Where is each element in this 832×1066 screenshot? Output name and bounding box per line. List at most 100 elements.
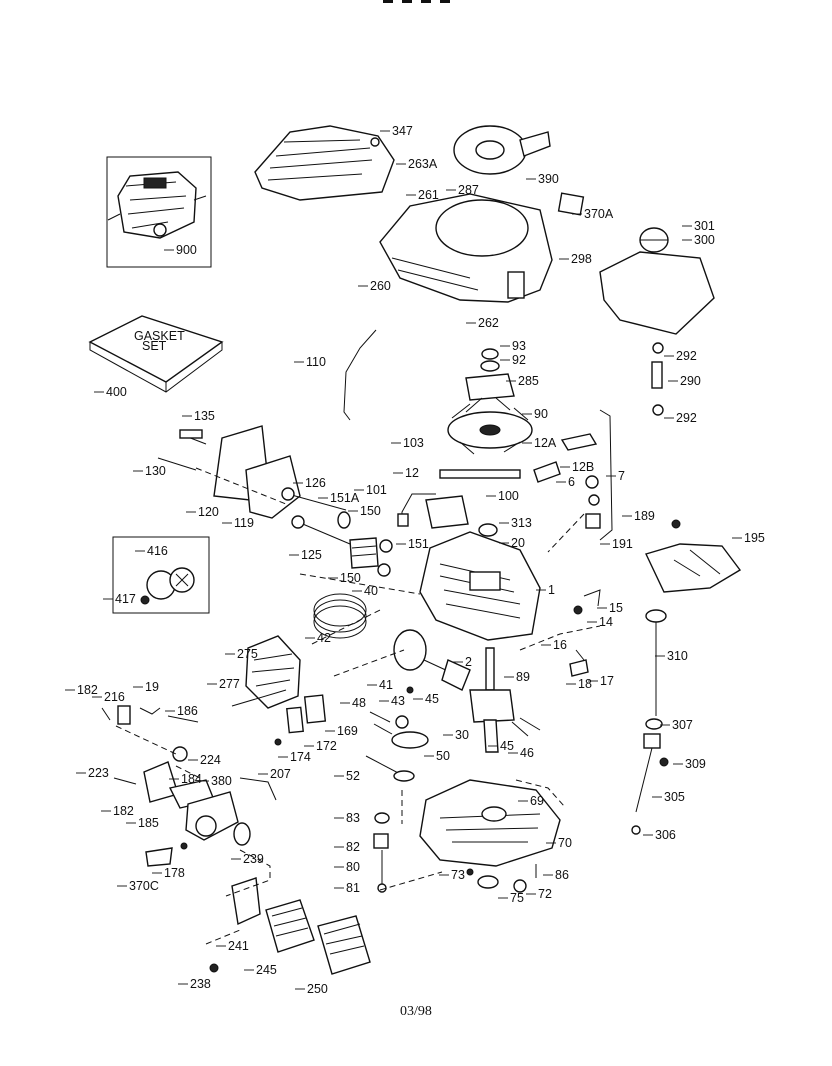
callout-c73: 73 (451, 868, 465, 882)
callout-c15: 15 (609, 601, 623, 615)
callout-c184: 184 (181, 772, 202, 786)
callout-c347: 347 (392, 124, 413, 138)
governor-lever-part (569, 589, 601, 677)
assembly-dashed-lines (115, 467, 601, 945)
callout-c130: 130 (145, 464, 166, 478)
callout-c40: 40 (364, 584, 378, 598)
callout-c417: 417 (115, 592, 136, 606)
gasket-169-part (303, 694, 327, 724)
callout-c174: 174 (290, 750, 311, 764)
callout-c250: 250 (307, 982, 328, 996)
intake-housing-part (157, 425, 301, 519)
callout-c81: 81 (346, 881, 360, 895)
fuel-line-part (651, 342, 664, 416)
carburetor-part (113, 746, 277, 867)
engine-sump-part (419, 779, 561, 867)
governor-shaft-part (373, 812, 390, 893)
callout-c19: 19 (145, 680, 159, 694)
callout-c41: 41 (379, 678, 393, 692)
callout-c7: 7 (618, 469, 625, 483)
callout-c18: 18 (578, 677, 592, 691)
callout-c310: 310 (667, 649, 688, 663)
leader-lines (65, 130, 742, 990)
crankshaft-part (469, 647, 515, 753)
screw-174-part (274, 738, 282, 746)
callout-c292b: 292 (676, 411, 697, 425)
callout-c185: 185 (138, 816, 159, 830)
callout-c45b: 45 (500, 739, 514, 753)
callout-c14: 14 (599, 615, 613, 629)
engine-thumbnail-icon (106, 156, 212, 268)
callout-c50: 50 (436, 749, 450, 763)
callout-c70: 70 (558, 836, 572, 850)
valve-train-parts (281, 487, 393, 577)
callout-c103: 103 (403, 436, 424, 450)
callout-c48a: 48 (352, 696, 366, 710)
fastener-set-part (369, 711, 541, 737)
callout-c260: 260 (370, 279, 391, 293)
callout-c151: 151 (408, 537, 429, 551)
governor-parts (439, 409, 613, 541)
callout-c290: 290 (680, 374, 701, 388)
piston-rings-part (313, 593, 367, 639)
callout-c900: 900 (176, 243, 197, 257)
callout-c261: 261 (418, 188, 439, 202)
rewind-starter-part (453, 125, 551, 175)
callout-c191: 191 (612, 537, 633, 551)
callout-c12B: 12B (572, 460, 594, 474)
callout-c186: 186 (177, 704, 198, 718)
callout-c89: 89 (516, 670, 530, 684)
callout-c223: 223 (88, 766, 109, 780)
flywheel-stack-part (447, 348, 533, 455)
callout-c82: 82 (346, 840, 360, 854)
callout-c400: 400 (106, 385, 127, 399)
callout-c72: 72 (538, 887, 552, 901)
callout-c182b: 182 (113, 804, 134, 818)
callout-c285: 285 (518, 374, 539, 388)
callout-c150a: 150 (360, 504, 381, 518)
callout-c20: 20 (511, 536, 525, 550)
retainer-clip-icon (112, 536, 210, 614)
air-cleaner-base-part (245, 635, 301, 709)
callout-c150b: 150 (340, 571, 361, 585)
gasket-set-icon: GASKET SET (88, 315, 224, 393)
callout-c110: 110 (306, 355, 326, 369)
callout-c182a: 182 (77, 683, 98, 697)
callout-c75: 75 (510, 891, 524, 905)
callout-c125: 125 (301, 548, 322, 562)
callout-c189: 189 (634, 509, 655, 523)
callout-c119: 119 (234, 516, 254, 530)
gasket-set-label-line2: SET (142, 339, 167, 353)
callout-c207: 207 (270, 767, 291, 781)
callout-c305: 305 (664, 790, 685, 804)
callout-c238: 238 (190, 977, 211, 991)
callout-c172: 172 (316, 739, 337, 753)
throttle-linkage-part (101, 705, 199, 725)
callout-c263A: 263A (408, 157, 438, 171)
callout-c17: 17 (600, 674, 614, 688)
callout-c241: 241 (228, 939, 249, 953)
oil-fill-tube-part (631, 733, 669, 835)
callout-c380: 380 (211, 774, 232, 788)
gasket-set-label-line1: GASKET (134, 329, 185, 343)
callout-c126: 126 (305, 476, 326, 490)
callout-c101: 101 (366, 483, 387, 497)
callout-c69: 69 (530, 794, 544, 808)
callout-c90: 90 (534, 407, 548, 421)
callout-c12A: 12A (534, 436, 557, 450)
callout-c43: 43 (391, 694, 405, 708)
callout-c277: 277 (219, 677, 240, 691)
callout-c309: 309 (685, 757, 706, 771)
dipstick-part (645, 609, 667, 730)
blower-housing-part (379, 193, 553, 303)
callout-c239: 239 (243, 852, 264, 866)
callout-c52: 52 (346, 769, 360, 783)
callout-c1: 1 (548, 583, 555, 597)
callout-c151A: 151A (330, 491, 360, 505)
connecting-rod-part (393, 629, 471, 694)
callout-c46: 46 (520, 746, 534, 760)
callout-c275: 275 (237, 647, 258, 661)
callout-c224: 224 (200, 753, 221, 767)
callout-c416: 416 (147, 544, 168, 558)
